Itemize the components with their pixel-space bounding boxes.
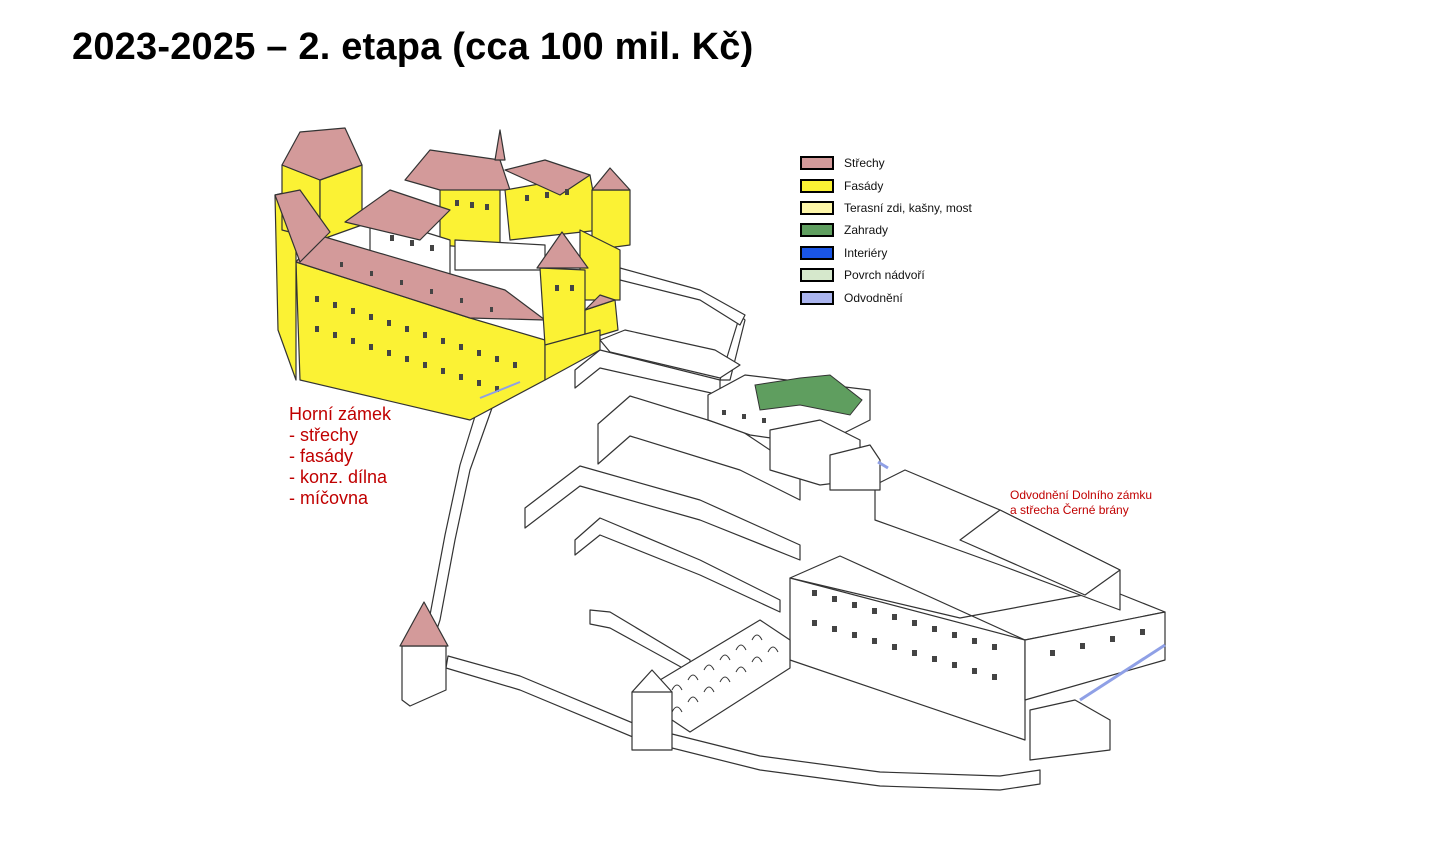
legend-item-interiors: Interiéry — [800, 242, 972, 264]
outer-bailey-wall — [445, 655, 1041, 791]
upper-north-roof — [404, 149, 511, 191]
legend-label: Odvodnění — [844, 290, 903, 305]
upper-clock-tower-roof — [536, 231, 589, 269]
legend-item-courtyard-surface: Povrch nádvoří — [800, 264, 972, 286]
terrace-3 — [574, 517, 781, 613]
terrace-4 — [589, 609, 691, 673]
legend-swatch-courtyard-surface — [800, 268, 834, 283]
legend-label: Povrch nádvoří — [844, 268, 925, 283]
lower-palace-side — [1024, 611, 1166, 701]
upper-ne-roof — [504, 159, 591, 196]
upper-hall-facade — [544, 329, 601, 381]
garden-area — [754, 374, 863, 416]
upper-castle-item: - fasády — [289, 446, 354, 466]
upper-castle-item: - míčovna — [289, 488, 369, 508]
upper-castle-note: Horní zámek - střechy - fasády - konz. d… — [289, 404, 391, 509]
upper-inner-wing-roof — [344, 189, 451, 241]
arcade-gallery — [659, 619, 791, 733]
upper-drain — [479, 381, 521, 399]
legend-item-gardens: Zahrady — [800, 219, 972, 241]
black-gate — [1029, 699, 1111, 761]
legend-swatch-gardens — [800, 223, 834, 238]
lower-palace-front — [789, 577, 1026, 741]
upper-west-roof — [274, 189, 331, 263]
upper-terrace-wall — [619, 267, 746, 326]
legend-item-terrace-walls: Terasní zdi, kašny, most — [800, 197, 972, 219]
page-title: 2023-2025 – 2. etapa (cca 100 mil. Kč) — [72, 26, 754, 68]
legend-swatch-terrace-walls — [800, 200, 834, 215]
upper-clock-tower-facade — [539, 267, 586, 346]
upper-nw-tower-roof — [281, 127, 363, 181]
lower-back-wing-roof — [959, 509, 1121, 596]
upper-inner-court — [454, 239, 546, 271]
legend-item-facades: Fasády — [800, 174, 972, 196]
legend-item-drainage: Odvodnění — [800, 286, 972, 308]
terrace-1 — [597, 395, 801, 501]
gate-tower-body — [401, 645, 447, 707]
upper-castle-item: - střechy — [289, 425, 359, 445]
legend: Střechy Fasády Terasní zdi, kašny, most … — [800, 152, 972, 309]
legend-swatch-facades — [800, 178, 834, 193]
upper-east-tower-roof — [591, 167, 631, 191]
legend-label: Interiéry — [844, 245, 888, 260]
legend-swatch-drainage — [800, 290, 834, 305]
legend-label: Terasní zdi, kašny, most — [844, 200, 972, 215]
legend-label: Fasády — [844, 178, 884, 193]
legend-label: Střechy — [844, 156, 885, 171]
connecting-wall — [419, 399, 493, 651]
chapel-spire — [494, 129, 506, 161]
terrace-2 — [524, 465, 801, 561]
lower-clock-tower-roof — [631, 669, 673, 693]
gate-tower-roof — [399, 601, 449, 647]
legend-item-roofs: Střechy — [800, 152, 972, 174]
lower-castle-note: Odvodnění Dolního zámku a střecha Černé … — [1010, 488, 1153, 517]
upper-castle-item: - konz. dílna — [289, 467, 388, 487]
legend-label: Zahrady — [844, 223, 889, 238]
middle-terrace — [599, 329, 741, 379]
legend-swatch-interiors — [800, 245, 834, 260]
garden-annex — [829, 444, 881, 491]
upper-se-roof — [584, 294, 616, 311]
legend-swatch-roofs — [800, 156, 834, 171]
drainage-line-2 — [877, 460, 889, 470]
drainage-line-1 — [1079, 643, 1166, 702]
upper-castle-heading: Horní zámek — [289, 404, 392, 424]
